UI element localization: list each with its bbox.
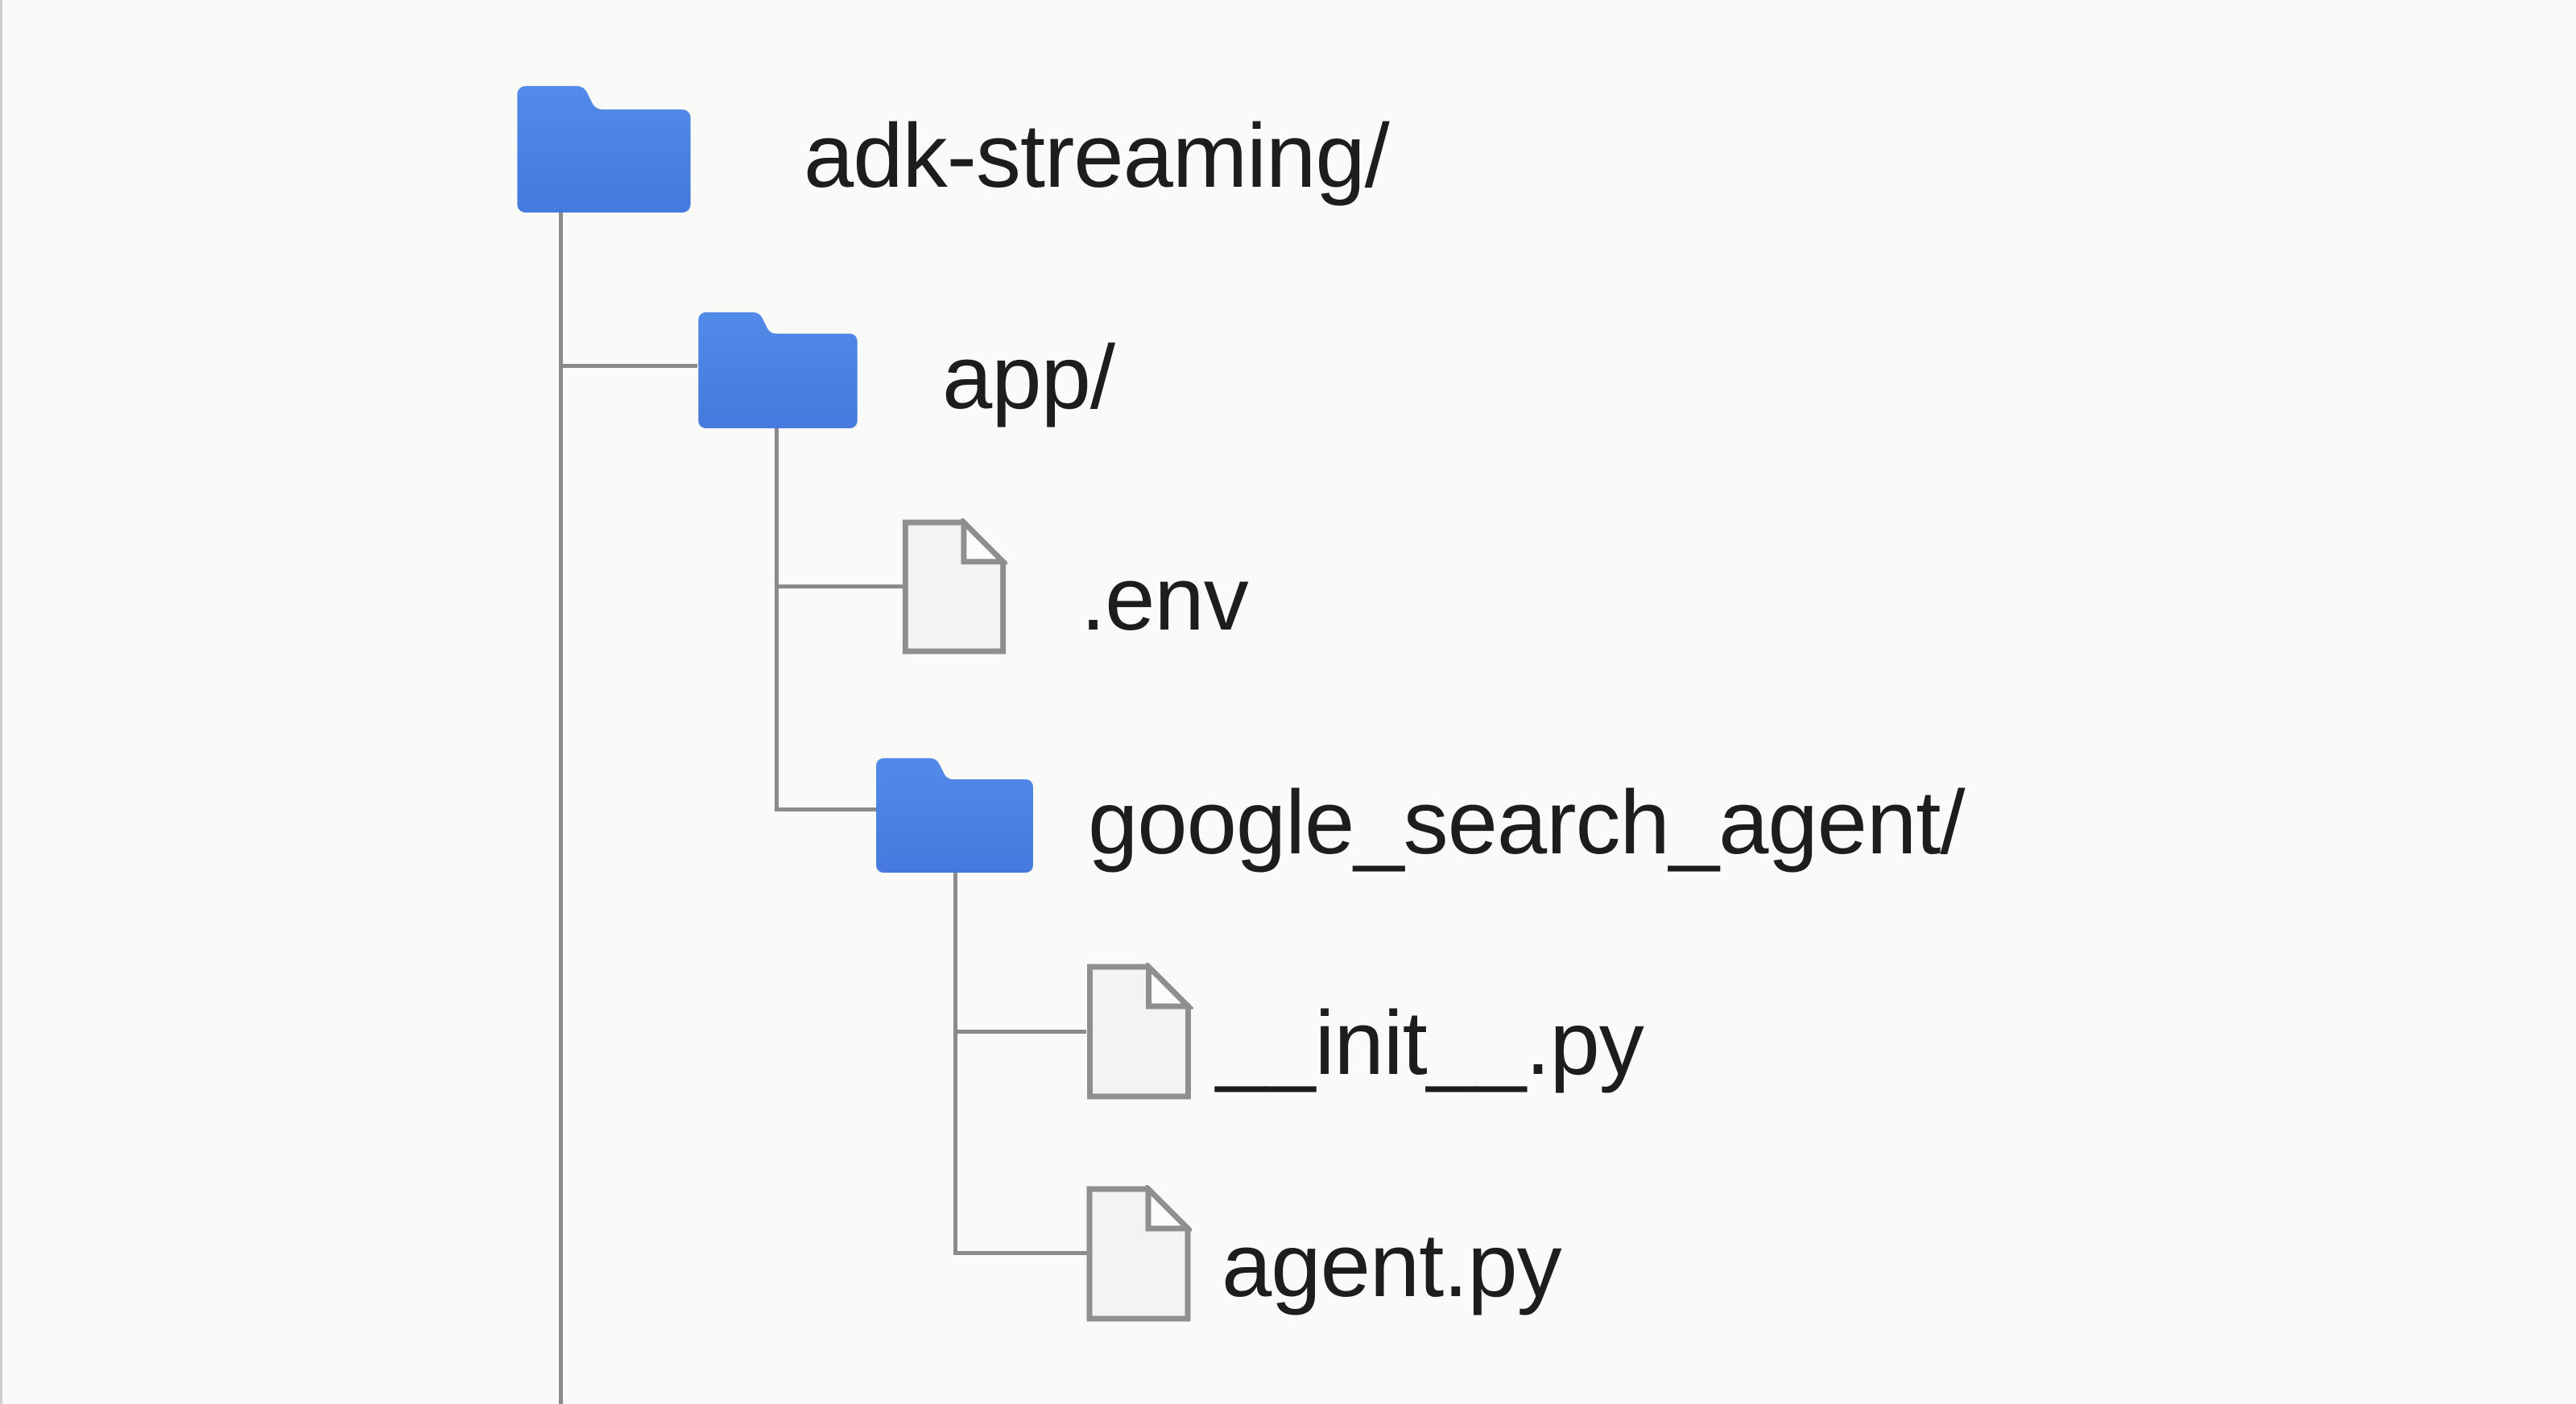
connector-app-branch [559, 364, 697, 368]
file-label-init: __init__.py [1216, 993, 1644, 1093]
connector-agent-branch [953, 1251, 1087, 1255]
connector-google-agent-vertical [953, 868, 957, 1255]
file-fold-corner [961, 518, 1007, 565]
left-edge-line [0, 0, 2, 1404]
folder-shape [876, 758, 1033, 873]
connector-app-vertical [775, 425, 779, 811]
file-label-agent: agent.py [1222, 1215, 1562, 1315]
connector-google-agent-branch [775, 807, 878, 811]
folder-label-adk-streaming: adk-streaming/ [804, 105, 1390, 206]
folder-shape [698, 312, 858, 428]
file-page-shape [1087, 964, 1191, 1100]
folder-label-app: app/ [942, 327, 1115, 427]
folder-icon [876, 758, 1033, 873]
file-icon [1087, 963, 1193, 1100]
file-fold-corner [1145, 1185, 1192, 1232]
folder-label-google-search-agent: google_search_agent/ [1088, 772, 1965, 873]
file-page-shape [902, 519, 1007, 655]
file-icon [902, 518, 1007, 655]
file-icon [1086, 1185, 1192, 1322]
connector-init-branch [953, 1030, 1086, 1034]
folder-shape [517, 85, 691, 213]
connector-env-branch [775, 584, 903, 588]
file-page-shape [1086, 1186, 1191, 1322]
connector-root-vertical [559, 209, 563, 1404]
file-fold-corner [1146, 963, 1193, 1010]
file-label-env: .env [1081, 548, 1249, 649]
folder-icon [698, 312, 858, 428]
folder-icon [517, 85, 691, 213]
